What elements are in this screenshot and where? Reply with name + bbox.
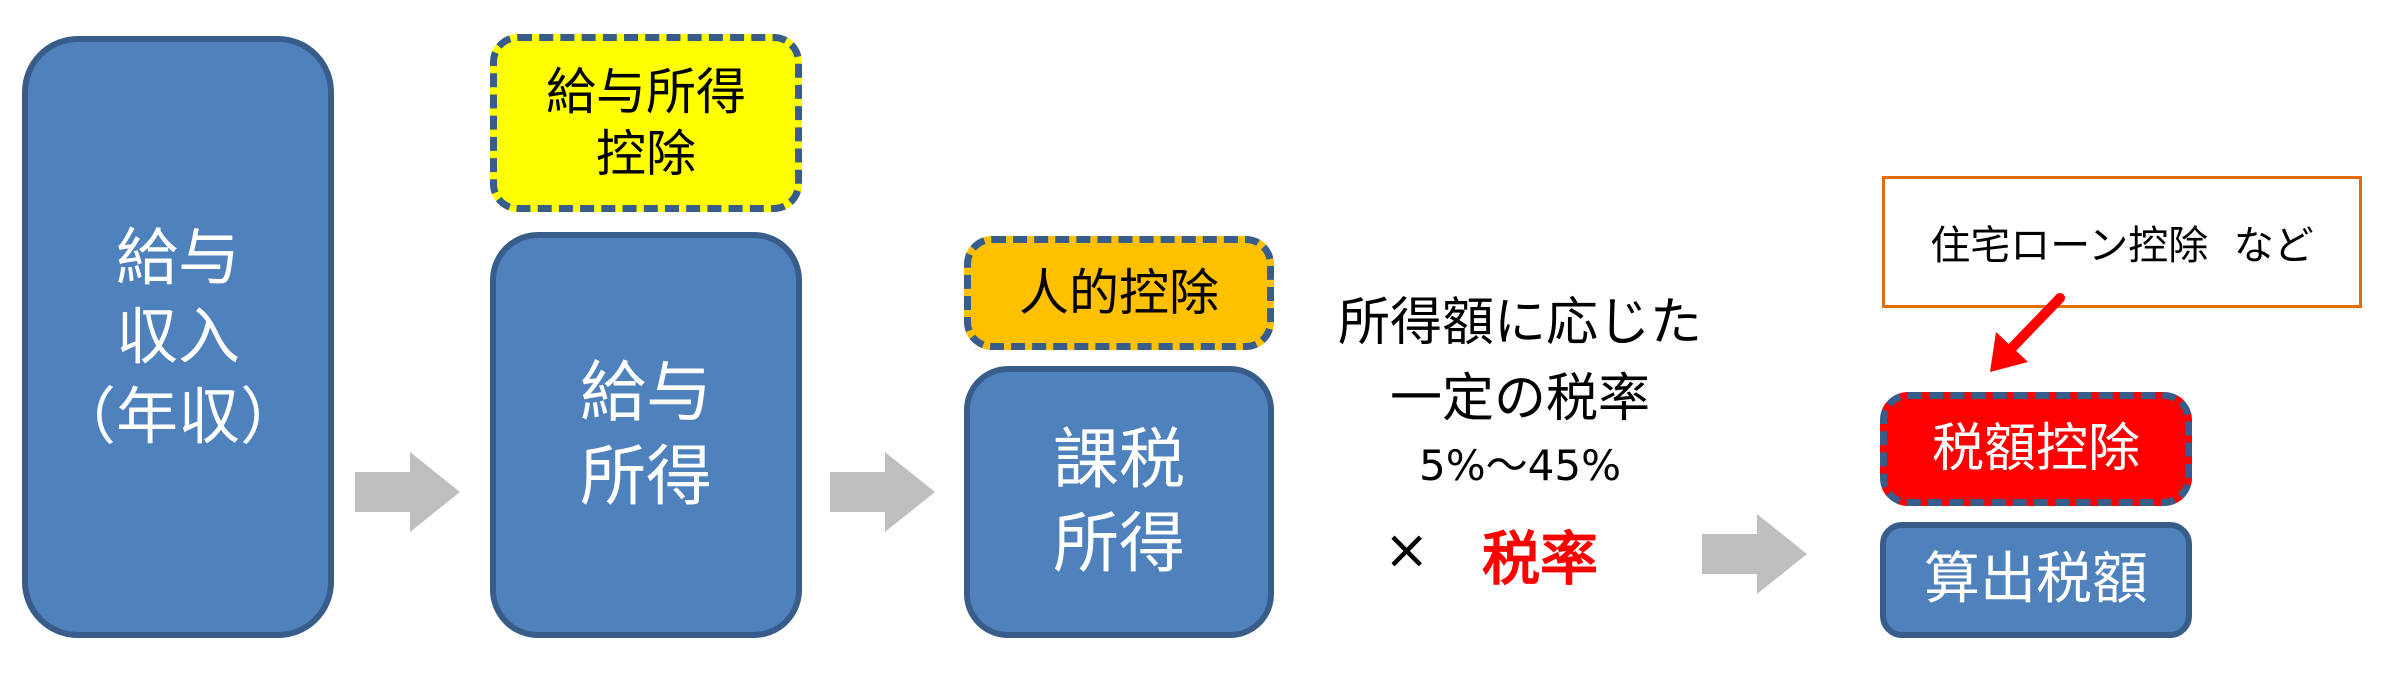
salary-income-line-1: 給与 <box>115 220 240 294</box>
salary-earnings-line-2: 所得 <box>580 438 712 515</box>
salary-income-line-2: 収入 <box>115 300 240 374</box>
right-arrow-icon <box>355 452 460 532</box>
housing-loan-note-text: 住宅ローン控除 など <box>1930 223 2314 269</box>
right-arrow-icon <box>830 452 935 532</box>
rate-description-line-1: 所得額に応じた <box>1337 293 1702 353</box>
pointer-arrow-icon <box>1990 293 2065 372</box>
taxable-income-line-1: 課税 <box>1053 420 1185 498</box>
personal-deduction-label: 人的控除 <box>1019 263 1219 322</box>
rate-range: 5%〜45% <box>1419 441 1621 490</box>
housing-loan-note: 住宅ローン控除 など <box>1882 176 2362 308</box>
salary-earnings-line-1: 給与 <box>580 353 712 431</box>
salary-deduction-line-2: 控除 <box>596 125 696 183</box>
salary-deduction-box: 給与所得 控除 <box>490 34 802 212</box>
taxable-income-box: 課税 所得 <box>964 366 1274 638</box>
salary-deduction-line-1: 給与所得 <box>546 62 746 121</box>
personal-deduction-box: 人的控除 <box>964 236 1274 350</box>
tax-credit-box: 税額控除 <box>1880 392 2192 506</box>
salary-earnings-box: 給与 所得 <box>490 232 802 638</box>
multiply-sign: × <box>1384 518 1430 581</box>
rate-description-line-2: 一定の税率 <box>1389 369 1650 429</box>
tax-credit-label: 税額控除 <box>1931 418 2140 479</box>
salary-income-box: 給与 収入 （年収） <box>22 36 334 638</box>
salary-income-line-3: （年収） <box>53 379 302 453</box>
taxable-income-line-2: 所得 <box>1053 505 1185 582</box>
right-arrow-icon <box>1702 514 1807 594</box>
tax-rate-label: 税率 <box>1482 525 1599 593</box>
computed-tax-box: 算出税額 <box>1880 522 2192 638</box>
computed-tax-label: 算出税額 <box>1924 547 2148 613</box>
